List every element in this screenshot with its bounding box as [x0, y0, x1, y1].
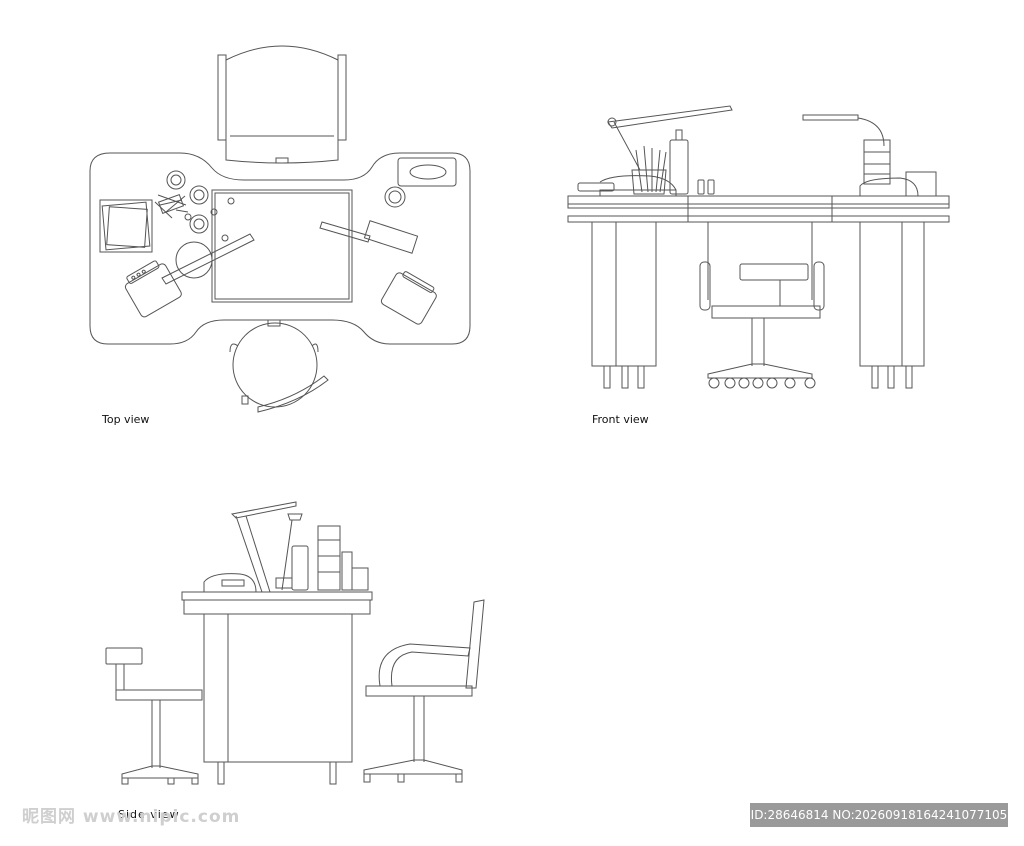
top-view-label: Top view: [102, 413, 150, 426]
top-center-panel: [212, 190, 352, 302]
watermark-id: ID:28646814 NO:20260918164241077105: [750, 803, 1008, 827]
front-view: [568, 106, 949, 388]
top-desk-surface: [90, 153, 470, 344]
side-view: [106, 502, 484, 784]
side-view-label: Side view: [118, 808, 180, 821]
top-chair: [218, 46, 346, 163]
watermark-site: 昵图网 www.nipic.com: [22, 807, 241, 827]
top-view: [90, 46, 470, 412]
front-view-label: Front view: [592, 413, 649, 426]
